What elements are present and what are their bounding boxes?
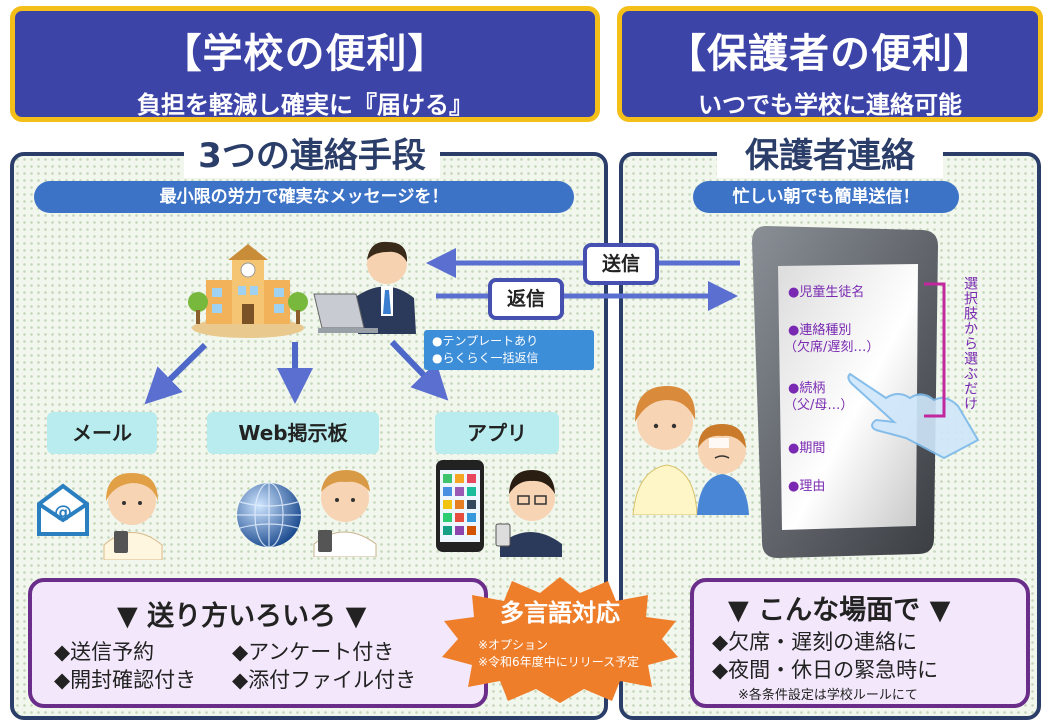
option-survey: ◆アンケート付き bbox=[232, 640, 395, 664]
scene-absence: ◆欠席・遅刻の連絡に bbox=[712, 630, 918, 654]
phone-item-relation: ●続柄 （父/母…） bbox=[784, 380, 853, 414]
phone-item-contact-type: ●連絡種別 （欠席/遅刻…） bbox=[784, 322, 879, 356]
phone-item-reason: ●理由 bbox=[788, 478, 825, 495]
man-phone-icon bbox=[313, 470, 377, 557]
scene-emergency: ◆夜間・休日の緊急時に bbox=[712, 658, 939, 682]
school-building-icon bbox=[188, 244, 308, 338]
scenes-title: ▼ こんな場面で ▼ bbox=[728, 595, 951, 626]
parent-header: 【保護者の便利】 いつでも学校に連絡可能 bbox=[617, 6, 1043, 122]
selection-bracket bbox=[924, 282, 946, 418]
smartphone-apps-icon bbox=[436, 460, 484, 552]
multilang-burst bbox=[442, 577, 678, 703]
phone-item-hint: （父/母…） bbox=[784, 398, 854, 413]
parent-header-subtitle: いつでも学校に連絡可能 bbox=[698, 91, 962, 119]
method-app: アプリ bbox=[435, 412, 559, 454]
left-panel-banner: 最小限の労力で確実なメッセージを！ bbox=[34, 181, 574, 213]
school-header-title: 【学校の便利】 bbox=[161, 31, 449, 77]
mother-child-icon bbox=[632, 386, 749, 515]
feature-list: ●テンプレートあり ●らくらく一括返信 bbox=[424, 330, 594, 370]
option-read-receipt: ◆開封確認付き bbox=[54, 668, 197, 692]
feature-template: ●テンプレートあり bbox=[432, 334, 539, 348]
option-scheduled: ◆送信予約 bbox=[54, 640, 155, 664]
parent-smartphone bbox=[752, 226, 938, 558]
send-label: 送信 bbox=[583, 243, 659, 285]
left-panel-title: 3つの連絡手段 bbox=[184, 134, 440, 178]
phone-item-label: 続柄 bbox=[799, 381, 826, 396]
feature-bulk-reply: ●らくらく一括返信 bbox=[432, 351, 539, 365]
scenes-box: ▼ こんな場面で ▼ ◆欠席・遅刻の連絡に ◆夜間・休日の緊急時に ※各条件設定… bbox=[690, 578, 1030, 708]
email-icon: @ bbox=[37, 483, 89, 536]
bullet: ● bbox=[788, 323, 800, 338]
parent-header-title: 【保護者の便利】 bbox=[666, 31, 994, 77]
bullet: ● bbox=[788, 479, 800, 494]
school-header-subtitle: 負担を軽減し確実に『届ける』 bbox=[137, 91, 473, 119]
bullet: ● bbox=[788, 285, 800, 300]
send-options-title: ▼ 送り方いろいろ ▼ bbox=[117, 601, 367, 632]
phone-item-label: 児童生徒名 bbox=[799, 285, 865, 300]
teacher-laptop-icon bbox=[313, 241, 416, 334]
globe-icon bbox=[237, 482, 301, 548]
multilang-title: 多言語対応 bbox=[500, 599, 620, 627]
side-note: 選択肢から選ぶだけ bbox=[962, 276, 978, 411]
reply-label: 返信 bbox=[488, 278, 564, 320]
multilang-note-option: ※オプション bbox=[478, 638, 549, 652]
svg-text:@: @ bbox=[54, 502, 72, 523]
method-mail: メール bbox=[47, 412, 157, 454]
tap-hand-icon bbox=[847, 372, 980, 460]
method-web-board: Web掲示板 bbox=[207, 412, 379, 454]
option-attachment: ◆添付ファイル付き bbox=[232, 668, 417, 692]
scenes-footnote: ※各条件設定は学校ルールにて bbox=[738, 688, 918, 703]
phone-item-hint: （欠席/遅刻…） bbox=[784, 340, 880, 355]
phone-item-period: ●期間 bbox=[788, 440, 825, 457]
phone-item-student-name: ●児童生徒名 bbox=[788, 284, 864, 301]
school-header: 【学校の便利】 負担を軽減し確実に『届ける』 bbox=[10, 6, 600, 122]
phone-item-label: 期間 bbox=[799, 441, 826, 456]
bullet: ● bbox=[788, 441, 800, 456]
multilang-note-release: ※令和6年度中にリリース予定 bbox=[478, 655, 640, 669]
bullet: ● bbox=[788, 381, 800, 396]
right-panel-title: 保護者連絡 bbox=[717, 134, 943, 178]
right-panel-banner: 忙しい朝でも簡単送信！ bbox=[693, 181, 959, 213]
woman-phone-icon bbox=[103, 473, 163, 560]
phone-item-label: 連絡種別 bbox=[799, 323, 852, 338]
phone-item-label: 理由 bbox=[799, 479, 826, 494]
man-glasses-phone-icon bbox=[495, 470, 562, 557]
send-options-box: ▼ 送り方いろいろ ▼ ◆送信予約 ◆アンケート付き ◆開封確認付き ◆添付ファ… bbox=[28, 578, 488, 708]
